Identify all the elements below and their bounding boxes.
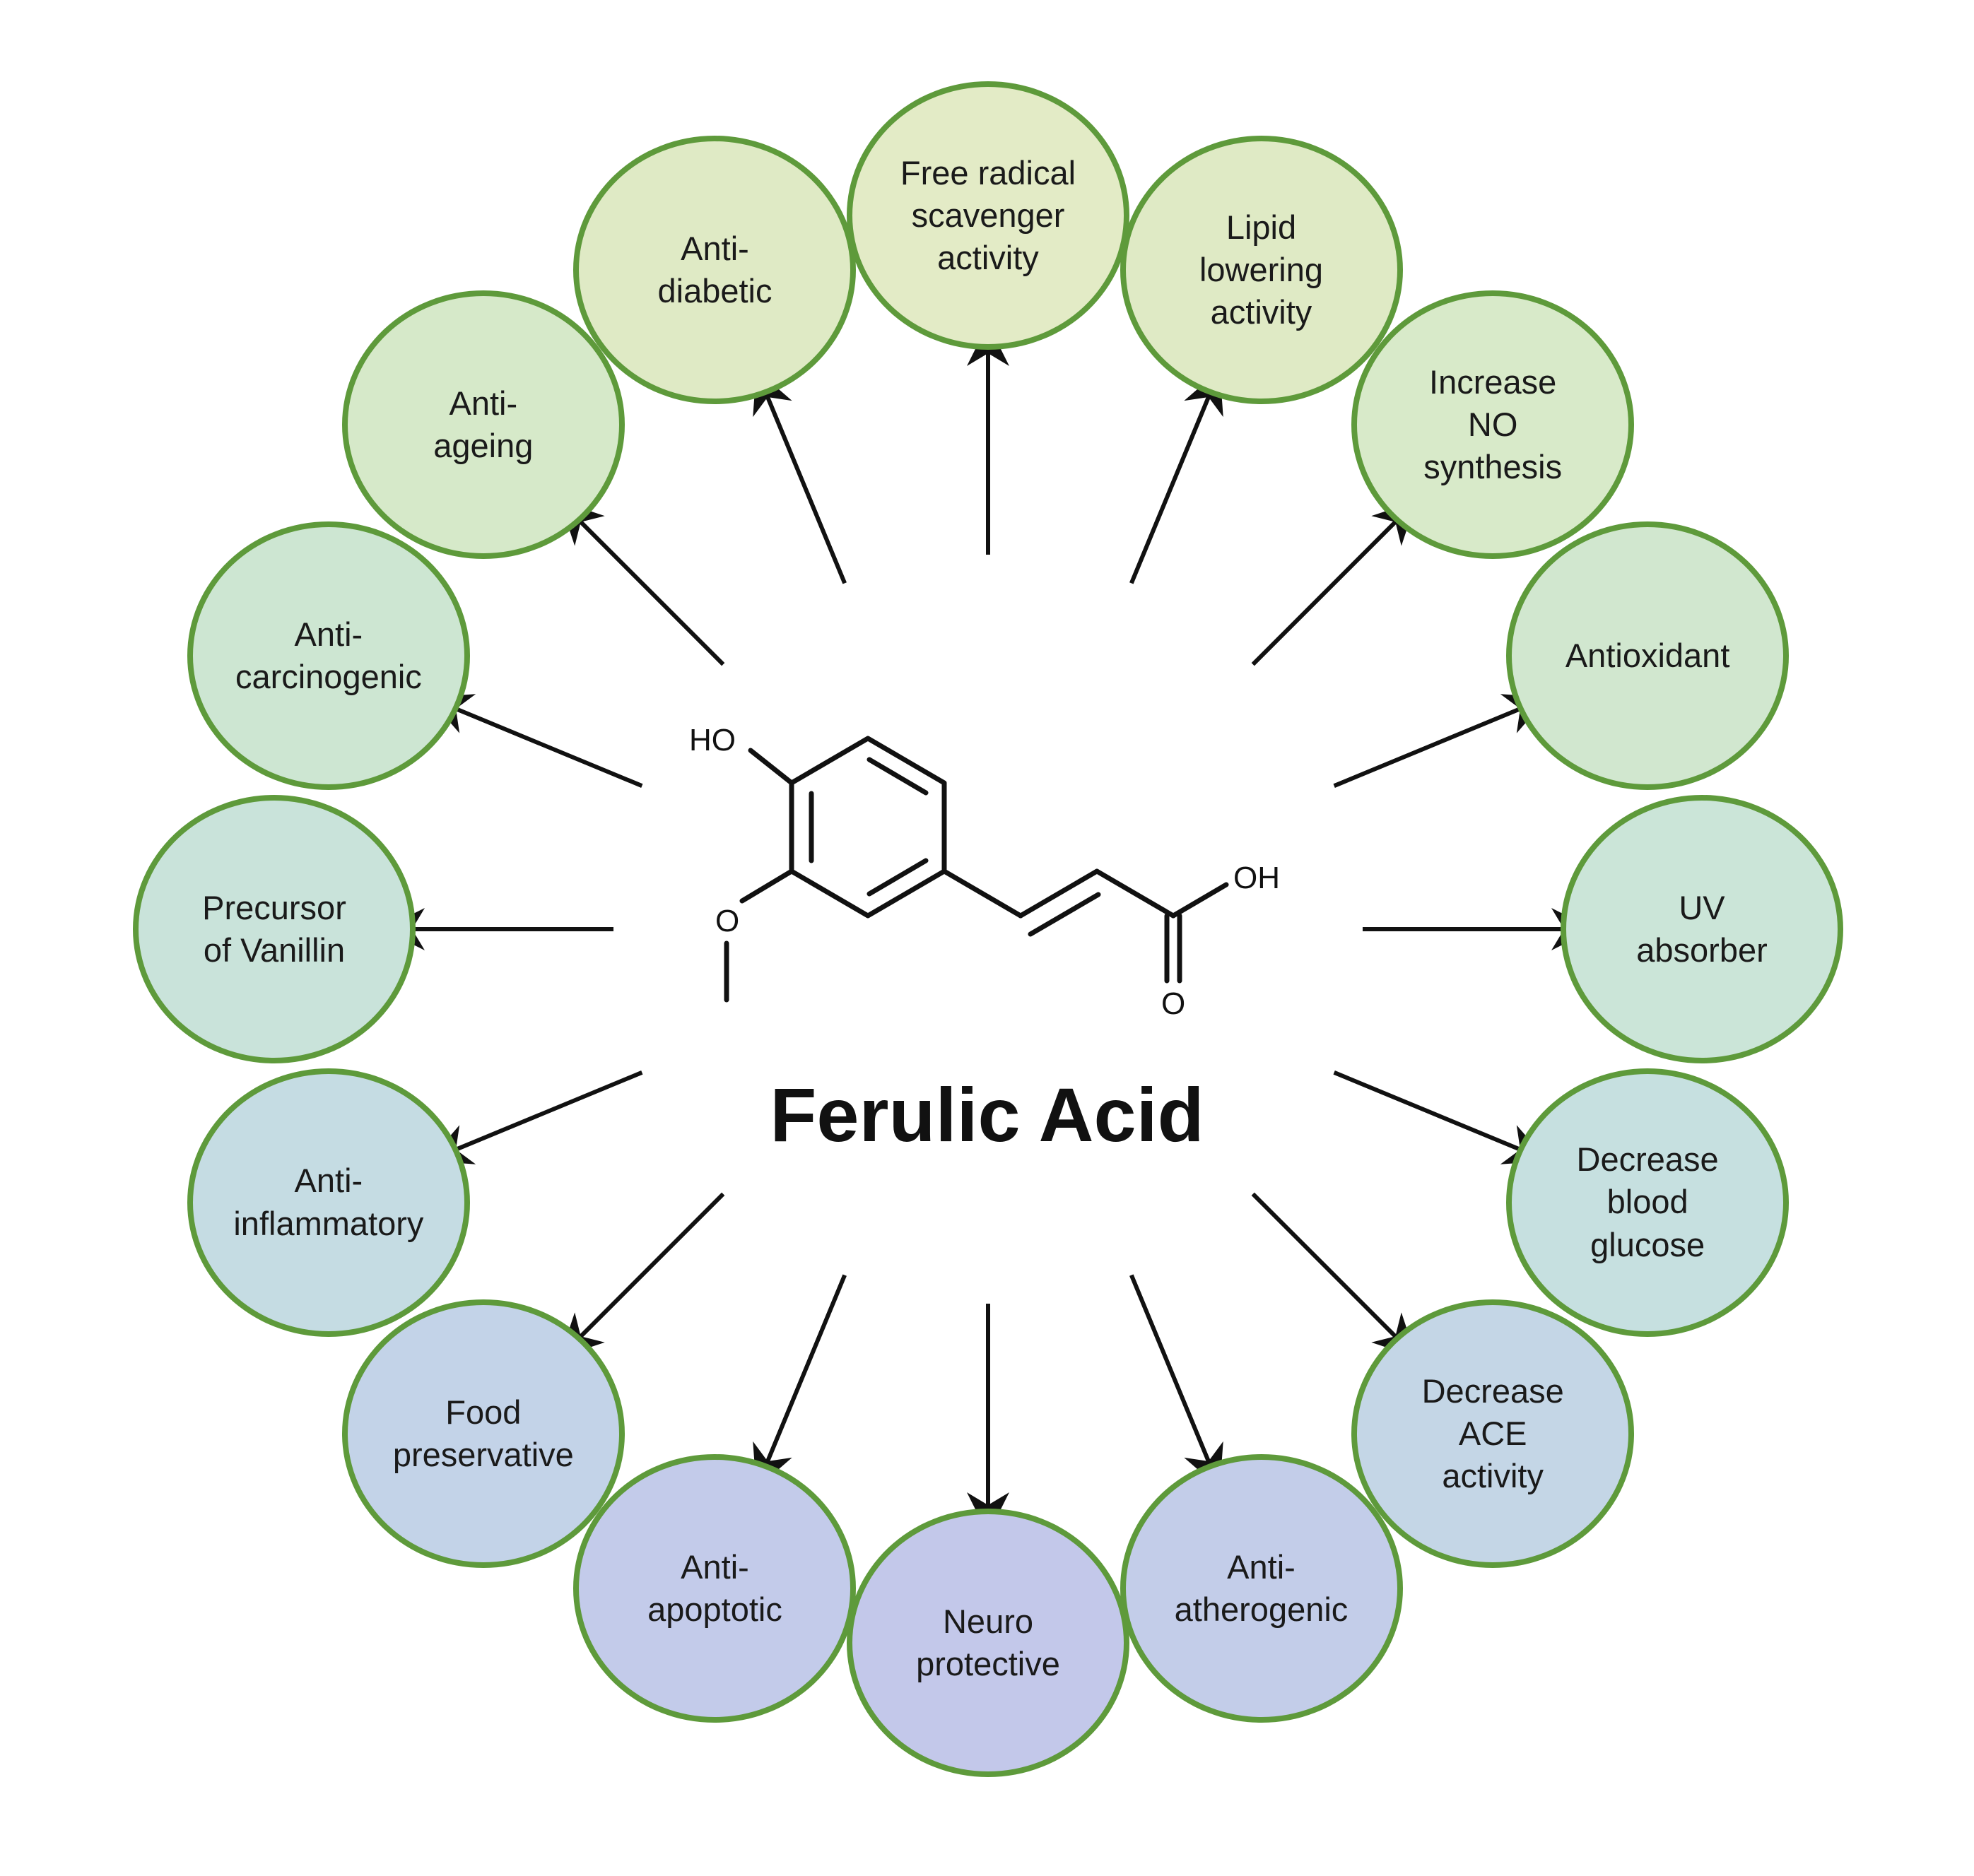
effect-label: UV absorber xyxy=(1636,888,1768,969)
effect-label: Anti- diabetic xyxy=(657,229,772,309)
arrow-to-anti-diabetic xyxy=(753,370,847,584)
effect-label: Anti- inflammatory xyxy=(233,1162,424,1242)
benzene-ring xyxy=(789,736,947,919)
effect-node-free-radical-scavenger-activity: Free radical scavenger activity xyxy=(847,81,1129,350)
effect-label: Antioxidant xyxy=(1565,637,1730,675)
effect-label: Food preservative xyxy=(392,1393,574,1474)
arrow-to-lipid-lowering-activity xyxy=(1129,370,1223,584)
effect-node-increase-no-synthesis: Increase NO synthesis xyxy=(1351,290,1635,559)
effect-node-food-preservative: Food preservative xyxy=(341,1299,625,1569)
methoxy-bond xyxy=(739,868,794,904)
effect-label: Lipid lowering activity xyxy=(1199,208,1324,331)
effect-label: Anti- ageing xyxy=(433,384,534,464)
effect-label: Free radical scavenger activity xyxy=(900,153,1076,277)
effect-node-antioxidant: Antioxidant xyxy=(1506,521,1790,791)
acid-hydroxyl-label: OH xyxy=(1233,861,1280,895)
effect-node-anti-atherogenic: Anti- atherogenic xyxy=(1120,1454,1403,1723)
ring-double-bond xyxy=(866,858,929,897)
effect-node-anti-diabetic: Anti- diabetic xyxy=(573,135,857,404)
effect-label: Precursor of Vanillin xyxy=(202,888,346,969)
arrow-to-increase-no-synthesis xyxy=(1251,501,1416,666)
arrow-to-anti-ageing xyxy=(560,501,725,666)
acid-hydroxyl-bond xyxy=(1170,882,1229,919)
effect-node-decrease-ace-activity: Decrease ACE activity xyxy=(1351,1299,1635,1569)
effect-node-decrease-blood-glucose: Decrease blood glucose xyxy=(1506,1068,1790,1337)
alkene-bond xyxy=(1018,868,1100,919)
arrow-to-decrease-ace-activity xyxy=(1251,1192,1416,1357)
hydroxyl-label: HO xyxy=(689,723,736,757)
arrow-to-anti-carcinogenic xyxy=(428,694,643,788)
effect-node-uv-absorber: UV absorber xyxy=(1561,795,1843,1063)
hydroxyl-bond xyxy=(748,748,794,786)
effect-node-anti-carcinogenic: Anti- carcinogenic xyxy=(187,521,470,791)
arrow-to-anti-atherogenic xyxy=(1129,1274,1223,1489)
arrow-to-food-preservative xyxy=(560,1192,725,1357)
arrow-group xyxy=(382,324,1594,1535)
effect-node-precursor-of-vanillin: Precursor of Vanillin xyxy=(133,795,416,1063)
acid-bond xyxy=(1094,868,1176,919)
effect-node-anti-ageing: Anti- ageing xyxy=(341,290,625,559)
arrow-to-anti-apoptotic xyxy=(753,1274,847,1489)
effect-label: Increase NO synthesis xyxy=(1423,362,1563,485)
center-title: Ferulic Acid xyxy=(770,1072,1204,1157)
effect-label: Anti- carcinogenic xyxy=(235,615,422,696)
effect-label: Anti- atherogenic xyxy=(1174,1547,1349,1629)
effect-label: Decrease ACE activity xyxy=(1421,1371,1564,1495)
effect-label: Neuro protective xyxy=(916,1602,1060,1682)
effect-label: Decrease blood glucose xyxy=(1576,1140,1719,1263)
arrow-to-anti-inflammatory xyxy=(428,1070,643,1164)
effect-label: Anti- apoptotic xyxy=(647,1547,782,1629)
effect-node-neuro-protective: Neuro protective xyxy=(847,1509,1129,1777)
carbonyl-oxygen-label: O xyxy=(1161,986,1185,1021)
alkene-double-bond xyxy=(1028,892,1101,937)
ring-double-bond xyxy=(866,757,929,796)
effect-node-anti-inflammatory: Anti- inflammatory xyxy=(187,1068,470,1337)
arrow-to-decrease-blood-glucose xyxy=(1333,1070,1548,1164)
effect-node-lipid-lowering-activity: Lipid lowering activity xyxy=(1120,135,1403,404)
arrow-to-antioxidant xyxy=(1333,694,1548,788)
methoxy-oxygen-label: O xyxy=(715,904,739,938)
effect-node-anti-apoptotic: Anti- apoptotic xyxy=(573,1454,857,1723)
side-chain-bond xyxy=(941,868,1023,919)
